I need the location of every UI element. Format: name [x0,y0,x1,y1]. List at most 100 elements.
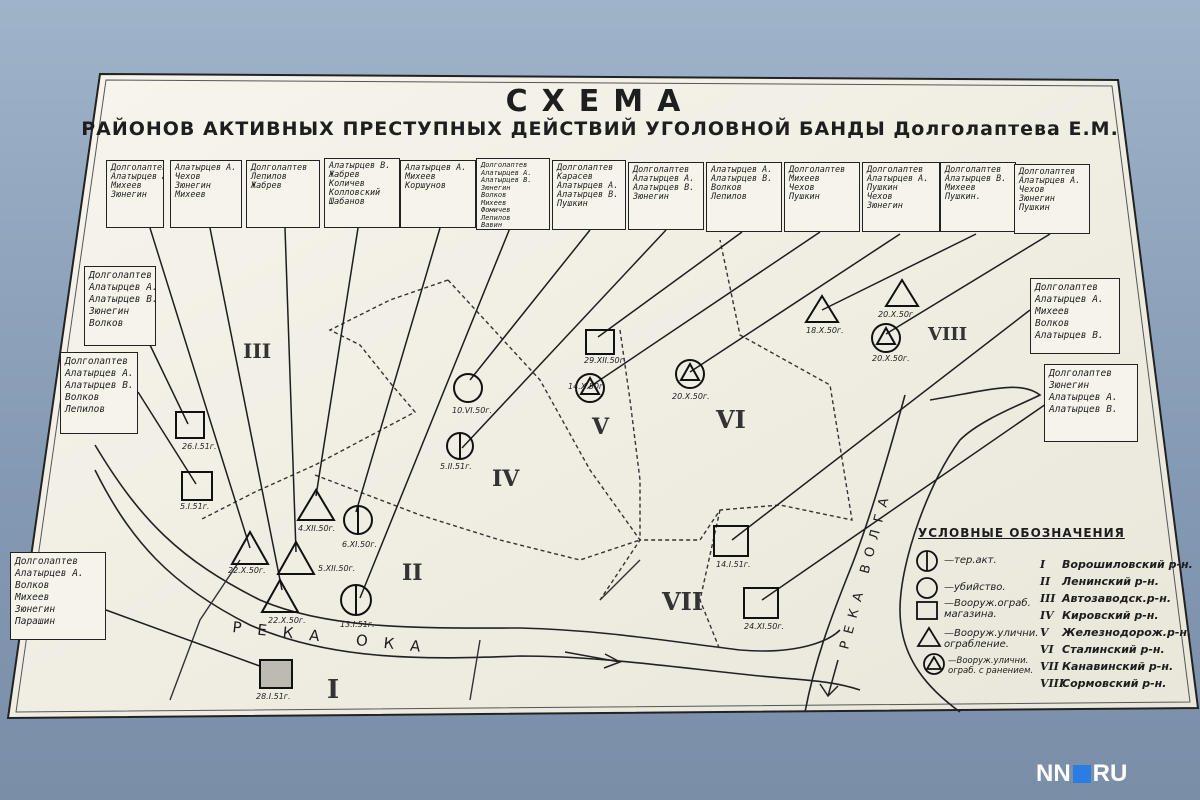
suspect-name: Алатырцев А. [175,163,237,173]
event-date-label: 10.VI.50г. [452,406,493,415]
suspect-name: Алатырцев В. [557,190,619,200]
store-robbery-icon [175,411,205,439]
suspect-name: Михеев [15,592,50,603]
suspect-name: Зюнегин [111,190,147,200]
street-robbery-icon [260,577,300,613]
suspect-name: Алатырцев В. [481,176,532,184]
event-date-label: 14.X.50г. [568,382,606,391]
suspect-name: Михеев [1035,306,1070,317]
suspect-name: Алатырцев А. [711,165,773,175]
district-boundaries-lower [169,559,641,701]
district-legend-numeral: VII [1040,660,1059,673]
legend-street-robbery-injury-icon [923,653,945,675]
district-legend-numeral: II [1040,575,1051,588]
suspect-name: Долголаптев [789,165,846,175]
suspect-name: Зюнегин [15,604,56,615]
legend-street-robbery-injury-inner [925,655,943,670]
suspect-name: Алатырцев А. [1049,392,1118,403]
suspect-name: Волков [89,318,124,329]
legend-title: УСЛОВНЫЕ ОБОЗНАЧЕНИЯ [918,526,1125,540]
street-robbery-injury-icon [871,323,901,353]
suspect-name: Долголаптев [633,165,690,175]
event-date-label: 13.I.51г. [340,620,375,629]
suspect-name: Фомичев [481,206,511,214]
suspect-name: Жабрев [251,181,282,191]
district-numeral-vii: VII [661,587,703,616]
suspect-name: Алатырцев В. [633,183,695,193]
suspect-name: Чехов [1019,185,1045,195]
suspect-name: Алатырцев В. [89,294,156,305]
suspect-name: Долголаптев [1019,167,1076,177]
suspect-name: Карасев [557,172,593,182]
suspect-name: Алатырцев А. [89,282,156,293]
scheme-subtitle: РАЙОНОВ АКТИВНЫХ ПРЕСТУПНЫХ ДЕЙСТВИЙ УГО… [81,118,1119,140]
suspect-name: Алатырцев В. [945,174,1007,184]
suspect-name: Долголаптев [65,356,128,367]
legend-label-street-robbery: —Вооруж.улични. ограбление. [944,628,1039,650]
event-date-label: 20.X.50г. [672,392,710,401]
legend-symbols [916,550,945,675]
paper-border [15,79,1191,713]
suspect-name: Волков [65,392,100,403]
event-date-label: 4.XII.50г. [298,524,336,533]
suspect-name: Алатырцев А. [633,174,695,184]
suspect-name: Алатырцев В. [1035,330,1104,341]
district-numeral-ii: II [402,560,423,586]
suspect-name: Долголаптев [15,556,78,567]
suspect-name: Алатырцев А. [557,181,619,191]
suspect-name: Шабанов [329,197,365,207]
suspect-name: Алатырцев А. [65,368,134,379]
suspect-name: Михеев [111,181,142,191]
district-numeral-iv: IV [492,466,520,492]
volga-river-bank-west [804,394,906,713]
suspect-name: Михеев [481,198,507,207]
street-robbery-icon [884,278,920,307]
suspect-name: Волков [1035,318,1070,329]
suspect-name: Долголаптев [89,270,152,281]
suspect-name: Количев [329,179,365,189]
suspect-name: Алатырцев А. [867,174,929,184]
event-markers [175,278,920,689]
suspect-name: Коршунов [405,181,446,191]
legend-label-terror-act: —тер.акт. [944,555,997,566]
suspect-name: Алатырцев А. [481,168,532,177]
street-robbery-injury-inner-icon [679,361,701,381]
store-robbery-icon [743,587,779,619]
district-legend-name: Ленинский р-н. [1062,575,1159,588]
suspect-name: Зюнегин [1049,380,1090,391]
event-date-label: 29.XII.50г. [584,356,627,365]
suspect-name: Алатырцев А. [1019,176,1081,186]
watermark-left-text: NN [1036,760,1071,787]
event-date-label: 5.I.51г. [180,502,210,511]
suspect-name: Долголаптев [945,165,1002,175]
event-date-label: 5.XII.50г. [318,564,356,573]
street-robbery-injury-inner-icon [875,325,897,345]
suspect-name: Волков [15,580,50,591]
suspect-name: Зюнегин [89,306,130,317]
district-legend-name: Сталинский р-н. [1062,643,1165,656]
suspect-name: Пушкин [1019,203,1050,213]
suspect-name: Алатырцев В. [329,161,391,171]
suspect-name: Михеев [945,183,976,193]
district-legend-numeral: IV [1040,609,1054,622]
suspect-name: Алатырцев В. [1049,404,1118,415]
legend-street-robbery-icon [916,626,942,647]
event-date-label: 24.XI.50г. [744,622,785,631]
street-robbery-injury-icon [575,373,605,403]
suspect-name: Лепилов [65,404,106,415]
suspect-name: Зюнегин [175,181,211,191]
legend-murder-icon [916,577,938,599]
suspect-name: Долголаптев [251,163,308,173]
suspect-name: Пушкин [557,199,588,209]
district-legend-name: Кировский р-н. [1062,609,1159,622]
district-legend-name: Ворошиловский р-н. [1062,558,1193,571]
